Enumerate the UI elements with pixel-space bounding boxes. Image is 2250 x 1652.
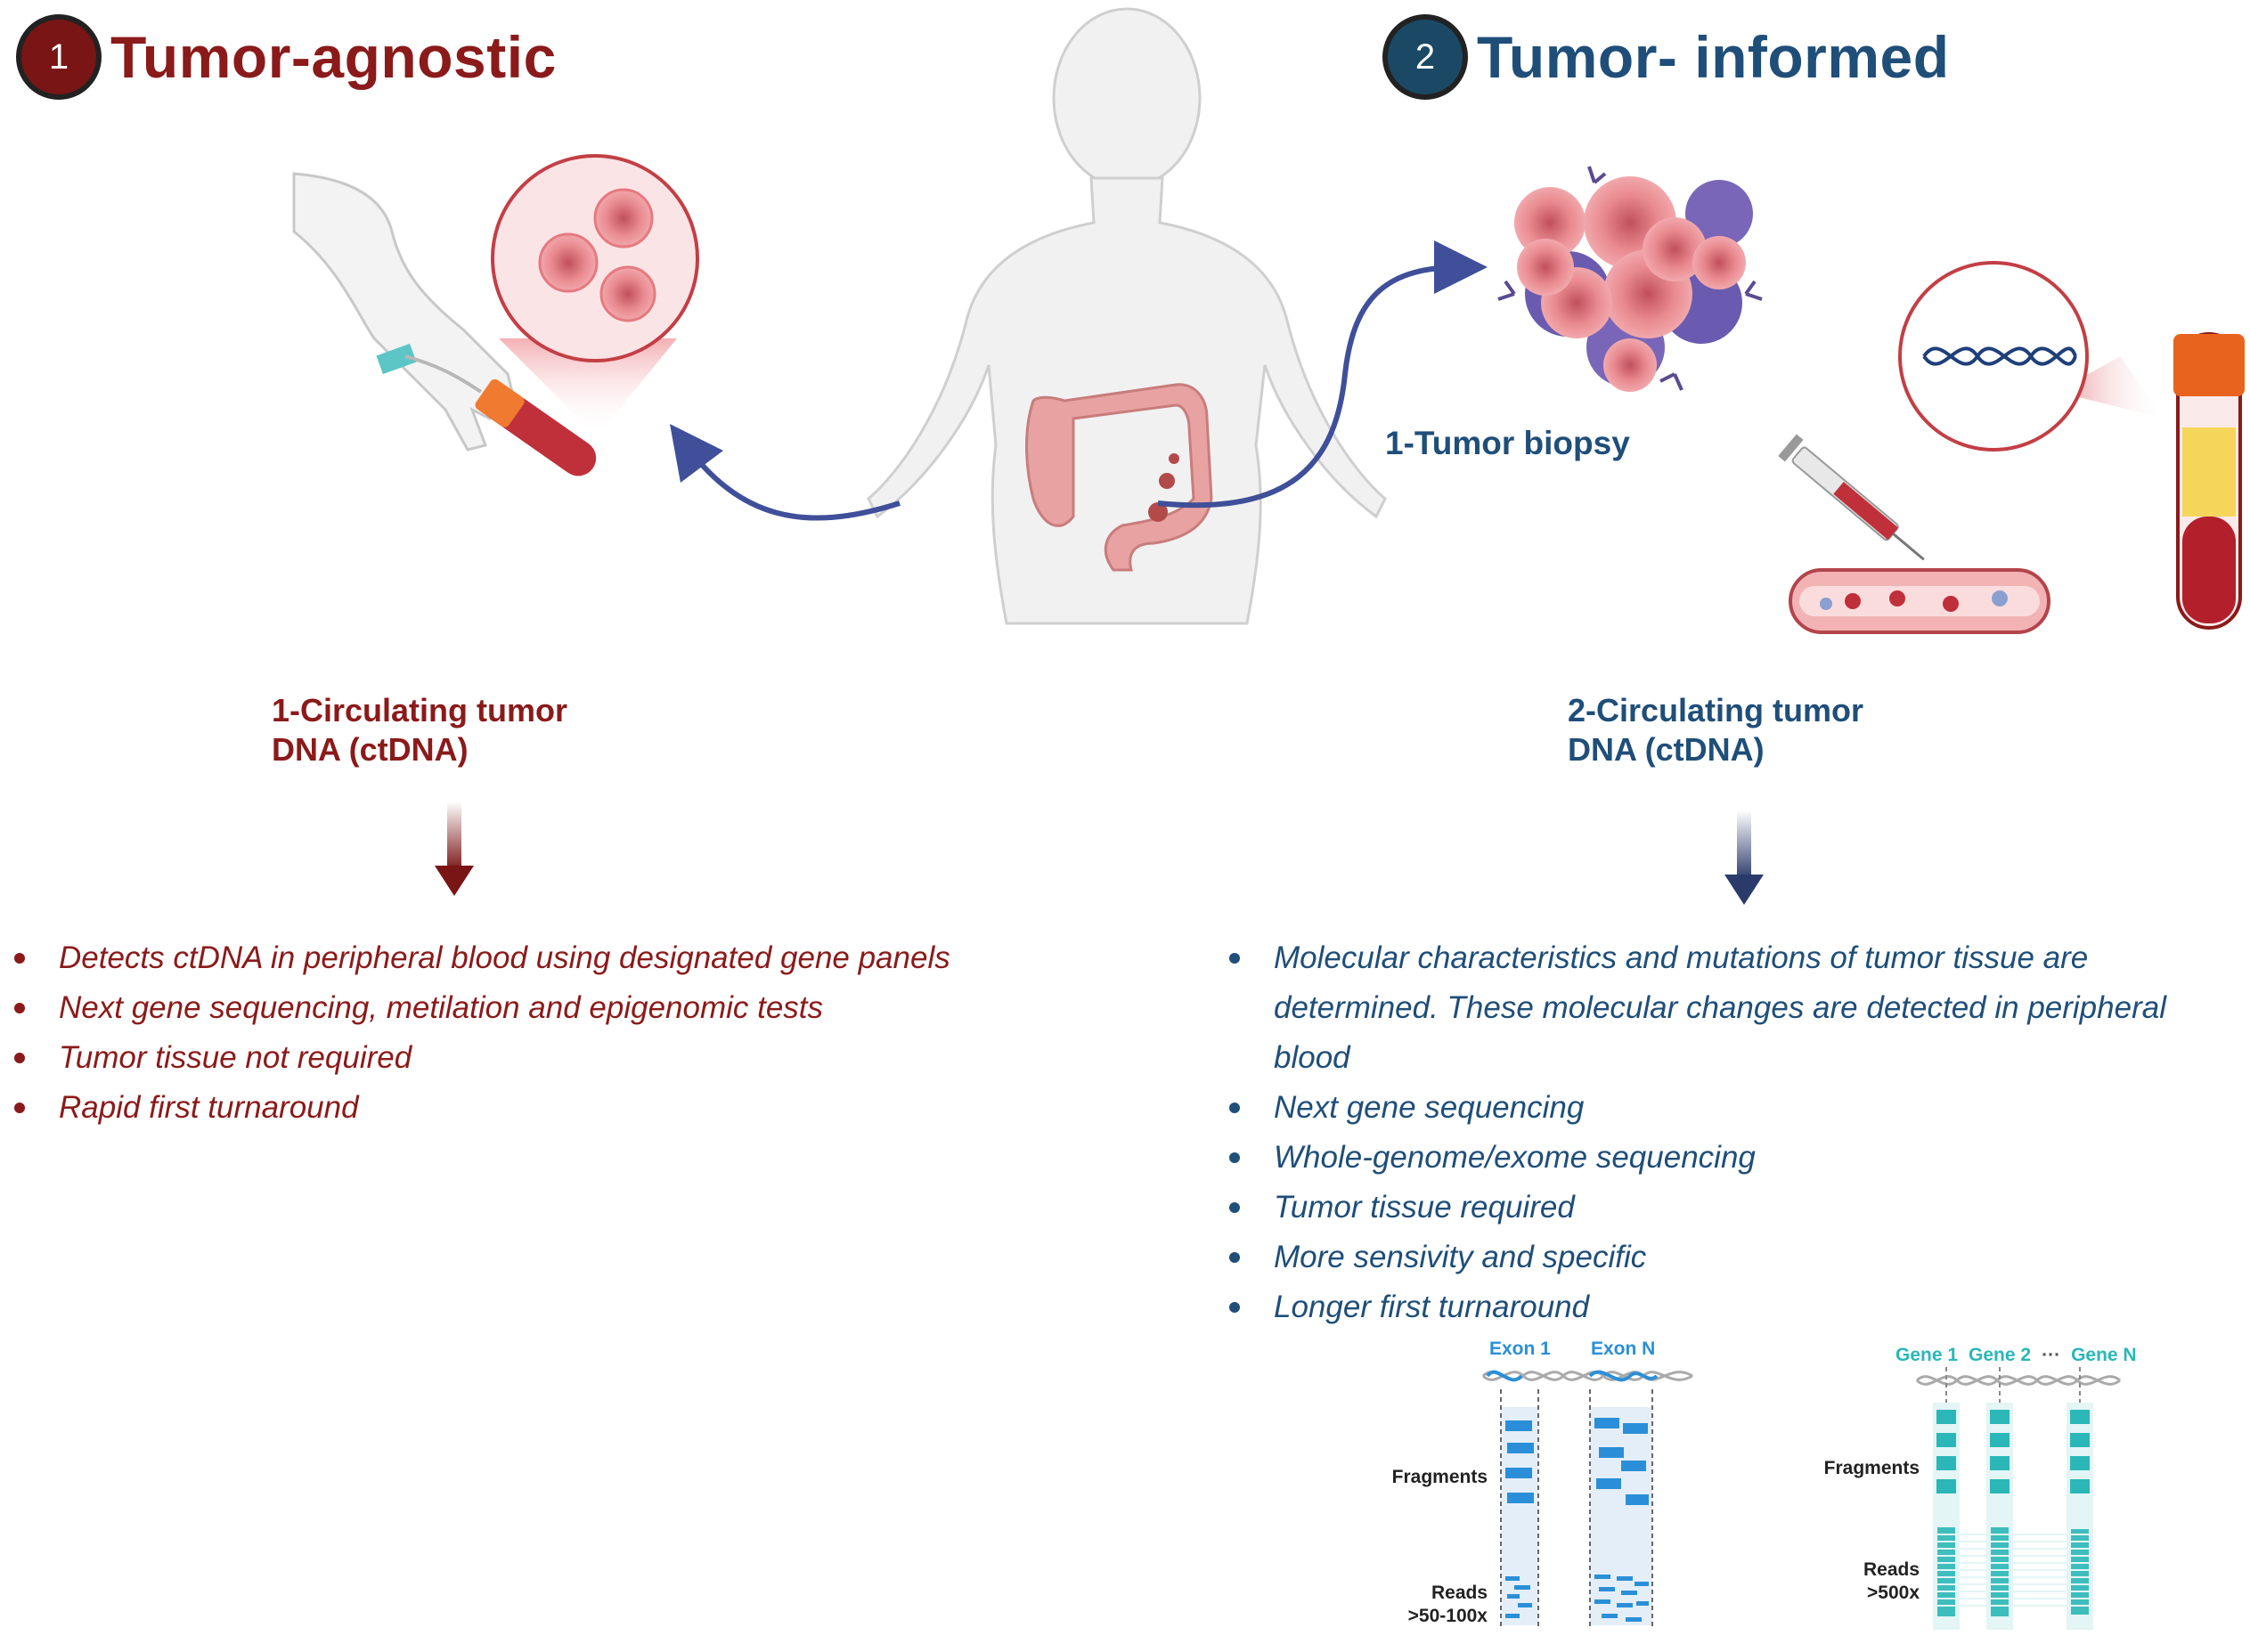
left-bullet-item: Detects ctDNA in peripheral blood using … bbox=[14, 933, 1172, 983]
left-bullet-item: Tumor tissue not required bbox=[14, 1033, 1172, 1083]
gene-2-label: Gene 2 bbox=[1969, 1345, 2032, 1365]
tumor-cluster-icon bbox=[1497, 166, 1763, 392]
left-bullet-list: Detects ctDNA in peripheral blood using … bbox=[14, 933, 1172, 1133]
right-bullet-item: Longer first turnaround bbox=[1229, 1282, 2218, 1332]
gene-1-label: Gene 1 bbox=[1895, 1345, 1959, 1365]
exome-fragments-label: Fragments bbox=[1391, 1467, 1488, 1487]
panel-reads-label: Reads >500x bbox=[1799, 1558, 1920, 1605]
tumor-biopsy-label: 1-Tumor biopsy bbox=[1385, 425, 1630, 461]
exome-reads-label: Reads >50-100x bbox=[1372, 1582, 1488, 1628]
blood-tube-icon bbox=[2173, 332, 2245, 630]
illustration-canvas bbox=[292, 7, 2245, 634]
right-ctdna-title-line1: 2-Circulating tumor bbox=[1568, 692, 1864, 728]
gene-n-label: Gene N bbox=[2071, 1345, 2137, 1365]
left-number-badge: 1 bbox=[16, 14, 102, 100]
left-bullet-item: Rapid first turnaround bbox=[14, 1083, 1172, 1133]
left-ctdna-title-line2: DNA (ctDNA) bbox=[272, 731, 469, 768]
right-bullet-item: Tumor tissue required bbox=[1229, 1183, 2218, 1233]
colon-icon bbox=[1025, 383, 1213, 572]
right-number-badge: 2 bbox=[1382, 14, 1468, 100]
left-header: 1 Tumor-agnostic bbox=[16, 14, 557, 100]
dna-circle-icon bbox=[1898, 261, 2164, 452]
gene-labels-row: Gene 1 Gene 2 ··· Gene N bbox=[1895, 1345, 2137, 1366]
right-header: 2 Tumor- informed bbox=[1382, 14, 1950, 100]
right-bullet-item: Molecular characteristics and mutations … bbox=[1229, 933, 2218, 1083]
ctdna-cells-circle-icon bbox=[491, 154, 699, 436]
right-bullet-item: Whole-genome/exome sequencing bbox=[1229, 1133, 2218, 1183]
right-down-arrow bbox=[1724, 810, 1764, 905]
left-title: Tumor-agnostic bbox=[110, 24, 557, 90]
arrow-to-left bbox=[669, 424, 901, 521]
panel-reads-text: Reads bbox=[1863, 1559, 1920, 1580]
right-title: Tumor- informed bbox=[1477, 24, 1950, 90]
panel-depth-text: >500x bbox=[1867, 1583, 1920, 1603]
arrow-to-right bbox=[1157, 240, 1488, 509]
left-bullet-item: Next gene sequencing, metilation and epi… bbox=[14, 983, 1172, 1033]
blood-vessel-icon bbox=[1789, 568, 2050, 634]
left-ctdna-title-line1: 1-Circulating tumor bbox=[272, 692, 568, 728]
right-bullet-item: Next gene sequencing bbox=[1229, 1083, 2218, 1133]
left-down-arrow bbox=[435, 802, 474, 896]
exome-depth-text: >50-100x bbox=[1407, 1606, 1488, 1626]
exome-reads-text: Reads bbox=[1431, 1583, 1488, 1603]
right-bullet-item: More sensivity and specific bbox=[1229, 1233, 2218, 1282]
arm-blood-draw-icon bbox=[292, 172, 597, 476]
right-bullet-list: Molecular characteristics and mutations … bbox=[1229, 933, 2218, 1332]
gene-ellipsis: ··· bbox=[2042, 1345, 2061, 1365]
syringe-icon bbox=[1778, 434, 1925, 561]
panel-sequencing-graphic bbox=[1915, 1367, 2121, 1630]
exome-sequencing-graphic bbox=[1481, 1370, 1693, 1630]
right-ctdna-title-line2: DNA (ctDNA) bbox=[1568, 731, 1765, 768]
exon-1-label: Exon 1 bbox=[1489, 1339, 1551, 1359]
right-ctdna-title: 2-Circulating tumor DNA (ctDNA) bbox=[1568, 691, 1863, 769]
exon-n-label: Exon N bbox=[1591, 1339, 1656, 1359]
panel-fragments-label: Fragments bbox=[1823, 1458, 1920, 1478]
left-ctdna-title: 1-Circulating tumor DNA (ctDNA) bbox=[272, 691, 567, 769]
